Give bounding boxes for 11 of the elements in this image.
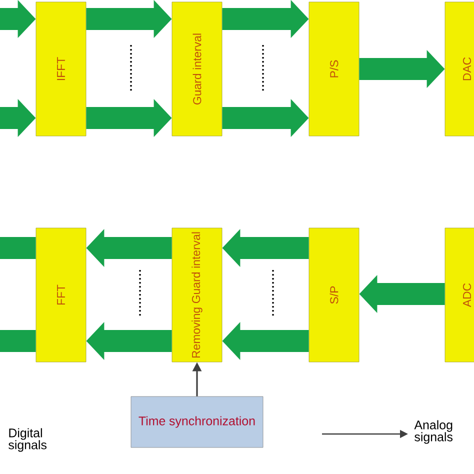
process-box: DAC — [444, 2, 474, 136]
label-text: Digital signals — [8, 428, 46, 452]
process-box: S/P — [308, 228, 360, 362]
process-box: ADC — [444, 228, 474, 362]
legend-label: Analog signals — [414, 420, 453, 444]
process-box: FFT — [36, 228, 86, 362]
process-box: P/S — [308, 2, 360, 136]
process-box: Guard interval — [172, 2, 222, 136]
process-box: Removing Guard interval — [172, 228, 222, 362]
process-box: Time synchronization — [130, 396, 264, 448]
process-box: IFFT — [36, 2, 86, 136]
